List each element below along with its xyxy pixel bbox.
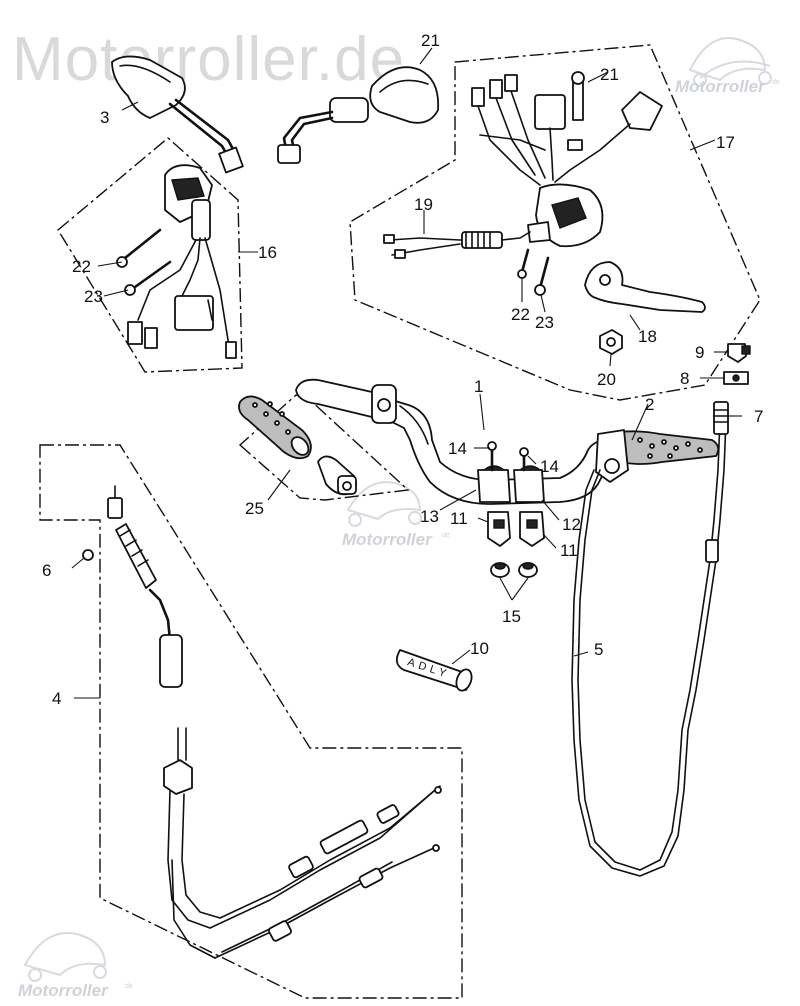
callout-23-left: 23: [84, 287, 103, 306]
callout-21-right: 21: [600, 65, 619, 84]
callout-10: 10: [470, 639, 489, 658]
watermark-logo-small-top: de: [772, 79, 780, 86]
callout-18: 18: [638, 327, 657, 346]
left-grip: [238, 395, 357, 496]
left-switch-assembly: [116, 164, 237, 359]
callout-11-right: 11: [560, 541, 578, 560]
handlebar-clamps: [477, 441, 545, 578]
callout-8: 8: [680, 369, 689, 388]
cable-adjuster-fittings: [723, 343, 751, 385]
callout-11-left: 11: [450, 509, 468, 528]
watermark-title: Motorroller.de: [12, 25, 405, 94]
callout-20: 20: [597, 370, 616, 389]
watermark-logo-text-top: Motorroller: [675, 77, 766, 96]
group-17-outline: [349, 44, 761, 401]
callout-25: 25: [245, 499, 264, 518]
watermark-logo-small-center: de: [442, 532, 450, 539]
group-4-outline: [39, 444, 463, 999]
callout-4: 4: [52, 689, 61, 708]
brake-lever: [584, 261, 706, 313]
callout-21-left: 21: [421, 31, 440, 50]
mirror-right: [277, 66, 440, 164]
group-25-outline: [238, 394, 410, 501]
leader-lines: [71, 47, 742, 699]
callout-14-right: 14: [540, 457, 559, 476]
handlebar: [295, 378, 720, 505]
callout-12: 12: [562, 515, 581, 534]
mirror-left: [111, 55, 244, 174]
callout-1: 1: [474, 377, 483, 396]
watermark-logo-bottom-left: Motorroller de: [18, 932, 133, 1000]
callout-17: 17: [716, 133, 735, 152]
callout-14-left: 14: [448, 439, 467, 458]
callout-22-right: 22: [511, 305, 530, 324]
callout-7: 7: [754, 407, 763, 426]
brake-light-switch: [383, 231, 531, 259]
watermark-logo-text-center: Motorroller: [342, 530, 433, 549]
callout-5: 5: [594, 640, 603, 659]
throttle-sleeve: ADLY: [395, 649, 473, 692]
callout-9: 9: [695, 343, 704, 362]
callout-16: 16: [258, 243, 277, 262]
callouts: 3 21 21 17 16 22 23 19 22 23 18 20 9 8 7…: [42, 31, 763, 708]
watermark-logo-top-right: Motorroller de: [675, 37, 780, 96]
watermark-logo-small-bottom: de: [125, 983, 133, 990]
cable-assembly-left: [82, 485, 442, 959]
callout-3: 3: [100, 108, 109, 127]
callout-22-left: 22: [72, 257, 91, 276]
watermark-logo-center: Motorroller de: [342, 481, 450, 549]
group-16-outline: [57, 137, 243, 373]
callout-23-right: 23: [535, 313, 554, 332]
callout-15: 15: [502, 607, 521, 626]
right-switch-assembly: [471, 71, 663, 248]
callout-19: 19: [414, 195, 433, 214]
nut: [599, 329, 623, 355]
throttle-cable: [571, 401, 729, 877]
screws-right-switch: [517, 248, 550, 296]
callout-13: 13: [420, 507, 439, 526]
watermark-logo-text-bottom: Motorroller: [18, 981, 109, 1000]
callout-2: 2: [645, 395, 654, 414]
callout-6: 6: [42, 561, 51, 580]
